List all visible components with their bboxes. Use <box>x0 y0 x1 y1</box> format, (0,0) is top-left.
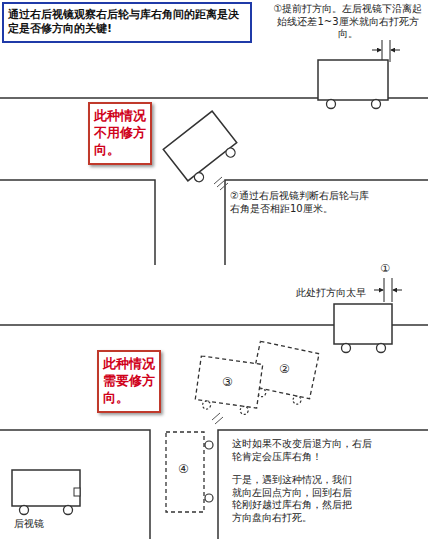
tick-line <box>382 40 383 62</box>
car-body <box>12 470 80 506</box>
car-wheel <box>240 406 249 415</box>
hatch-stroke <box>215 417 223 424</box>
car-wheel <box>20 506 29 515</box>
hatch-stroke <box>212 413 220 420</box>
hatch-stroke <box>214 177 222 184</box>
car-body <box>195 356 263 408</box>
gap-arrow <box>391 50 400 51</box>
part-label: 后视镜 <box>14 518 44 531</box>
car-wheel <box>224 146 237 159</box>
bottom-lane <box>0 325 428 539</box>
car-wheel <box>342 344 351 353</box>
car-mirror-example <box>12 470 80 515</box>
gap-arrow <box>372 50 381 51</box>
car-wheel <box>292 395 301 404</box>
hatch-stroke <box>220 183 228 190</box>
car-wheel <box>205 494 213 502</box>
car-wheel <box>327 100 336 109</box>
gap-arrow <box>374 290 383 291</box>
car-wheel <box>372 100 381 109</box>
box-text: 通过右后视镜观察右后轮与库右角间的距离是决定是否修方向的关键! <box>8 8 246 37</box>
car-start <box>334 304 392 353</box>
start-ticks <box>372 40 400 62</box>
tick-line <box>384 278 385 302</box>
car-wheel <box>205 441 213 449</box>
corner-hatch <box>214 177 228 190</box>
gap-arrow <box>393 290 402 291</box>
garage-left-wall <box>0 180 155 265</box>
warning-note: 这时如果不改变后退方向，右后轮肯定会压库右角！ <box>232 438 372 463</box>
note-box: 通过右后视镜观察右后轮与库右角间的距离是决定是否修方向的关键! <box>2 2 252 43</box>
garage-right-wall <box>225 180 428 265</box>
tick-line <box>390 40 391 62</box>
car-position-3 <box>194 356 263 416</box>
car-wheel <box>202 401 211 410</box>
corner-hatch <box>212 413 223 424</box>
start-ticks <box>374 278 402 302</box>
car-position-4 <box>166 432 213 512</box>
garage-left-wall <box>0 430 150 539</box>
car-entering <box>163 111 242 187</box>
warning-box: 此种情况不用修方向。 <box>88 102 152 165</box>
car-body <box>163 111 236 181</box>
callout-number: ① <box>380 262 390 276</box>
car-wheel <box>193 171 206 184</box>
step-note: 于是，遇到这种情况，我们就向左回点方向，回到右后轮刚好越过库右角，然后把方向盘向… <box>232 474 360 524</box>
callout-number: ② <box>279 362 290 377</box>
box-text: 此种情况不用修方向。 <box>94 108 146 159</box>
box-text: 此种情况需要修方向。 <box>103 356 155 407</box>
step-note: ①提前打方向。左后视镜下沿离起始线还差1~3厘米就向右打死方向。 <box>272 3 424 41</box>
car-wheel <box>377 344 386 353</box>
car-body <box>334 304 392 344</box>
top-lane <box>0 98 428 265</box>
step-note: ②通过右后视镜判断右后轮与库右角是否相距10厘米。 <box>230 190 370 215</box>
tick-line <box>392 278 393 302</box>
callout-number: ③ <box>222 375 233 390</box>
mirror-symbol <box>74 488 80 496</box>
car-body <box>166 432 204 512</box>
step-note: 此处打方向太早 <box>296 287 366 300</box>
car-body <box>318 60 388 100</box>
warning-box: 此种情况需要修方向。 <box>97 350 161 413</box>
hatch-stroke <box>217 180 225 187</box>
callout-number: ④ <box>178 462 189 477</box>
car-wheel <box>64 506 73 515</box>
garage-right-wall <box>218 430 428 539</box>
car-start <box>318 60 388 109</box>
